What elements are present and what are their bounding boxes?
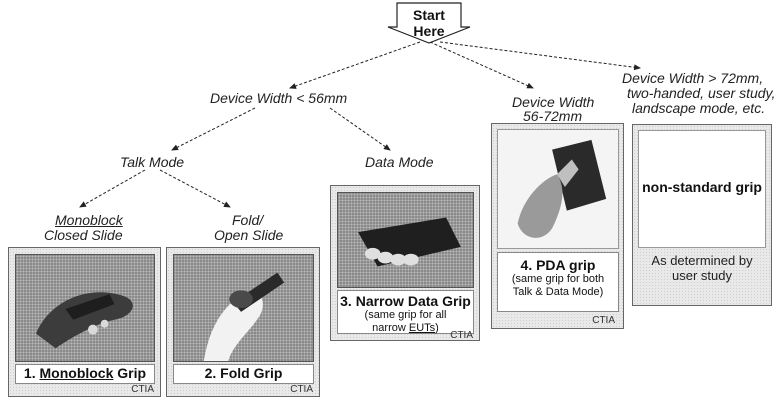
- monoblock-label-1: Monoblock: [55, 212, 123, 228]
- non-standard-grip-note-1: As determined by: [651, 253, 753, 268]
- narrow-data-grip-photo: [337, 192, 474, 288]
- grip-card-narrow-data: 3. Narrow Data Grip (same grip for all n…: [330, 185, 480, 341]
- monoblock-grip-title: 1. Monoblock Grip: [23, 365, 147, 381]
- branch-wide-label-2: two-handed, user study,: [627, 85, 776, 101]
- ctia-credit-3: CTIA: [450, 330, 473, 341]
- non-standard-grip-note: As determined by user study: [638, 253, 766, 283]
- narrow-data-grip-text-box: 3. Narrow Data Grip (same grip for all n…: [337, 290, 474, 334]
- start-here-label: Start Here: [413, 7, 445, 39]
- non-standard-grip-title: non-standard grip: [642, 179, 762, 195]
- grip-card-monoblock: 1. Monoblock Grip CTIA: [8, 247, 161, 397]
- monoblock-grip-title-box: 1. Monoblock Grip: [15, 364, 155, 384]
- narrow-data-grip-sub-1: (same grip for all: [364, 309, 447, 321]
- narrow-data-grip-sub-2: narrow EUTs): [372, 322, 439, 334]
- fold-label-1: Fold/: [232, 212, 264, 228]
- branch-wide-label-1: Device Width > 72mm,: [622, 70, 764, 86]
- pda-grip-sub-1: (same grip for both: [511, 273, 605, 285]
- grip-card-pda: 4. PDA grip (same grip for both Talk & D…: [491, 123, 624, 329]
- fold-label-2: Open Slide: [214, 227, 284, 243]
- hand-illustration: [517, 139, 607, 238]
- ctia-credit-2: CTIA: [290, 384, 313, 395]
- monoblock-label-2: Closed Slide: [44, 227, 123, 243]
- pda-grip-photo: [497, 129, 619, 249]
- branch-mid-label-2: 56-72mm: [523, 108, 583, 124]
- non-standard-grip-box: non-standard grip: [638, 130, 766, 248]
- fold-grip-title-box: 2. Fold Grip: [173, 364, 314, 384]
- hand-illustration: [203, 272, 285, 361]
- hand-illustration: [35, 292, 133, 349]
- monoblock-grip-photo: [15, 254, 155, 362]
- pda-grip-title: 4. PDA grip: [520, 257, 596, 273]
- hand-illustration: [358, 217, 461, 267]
- fold-grip-photo: [173, 254, 314, 362]
- branch-mid-label-1: Device Width: [512, 94, 595, 110]
- fold-grip-title: 2. Fold Grip: [204, 365, 283, 381]
- data-mode-label: Data Mode: [365, 154, 434, 170]
- branch-narrow-label: Device Width < 56mm: [210, 90, 348, 106]
- narrow-data-grip-title: 3. Narrow Data Grip: [340, 293, 471, 309]
- branch-wide-label-3: landscape mode, etc.: [632, 100, 766, 116]
- pda-grip-text-box: 4. PDA grip (same grip for both Talk & D…: [497, 252, 619, 312]
- start-arrow-shape: [387, 2, 471, 44]
- grip-card-fold: 2. Fold Grip CTIA: [166, 247, 320, 397]
- grip-card-non-standard: non-standard grip As determined by user …: [632, 124, 772, 306]
- ctia-credit-4: CTIA: [592, 315, 615, 326]
- non-standard-grip-note-2: user study: [672, 268, 732, 283]
- ctia-credit-1: CTIA: [131, 384, 154, 395]
- talk-mode-label: Talk Mode: [120, 154, 185, 170]
- pda-grip-sub-2: Talk & Data Mode): [512, 286, 604, 298]
